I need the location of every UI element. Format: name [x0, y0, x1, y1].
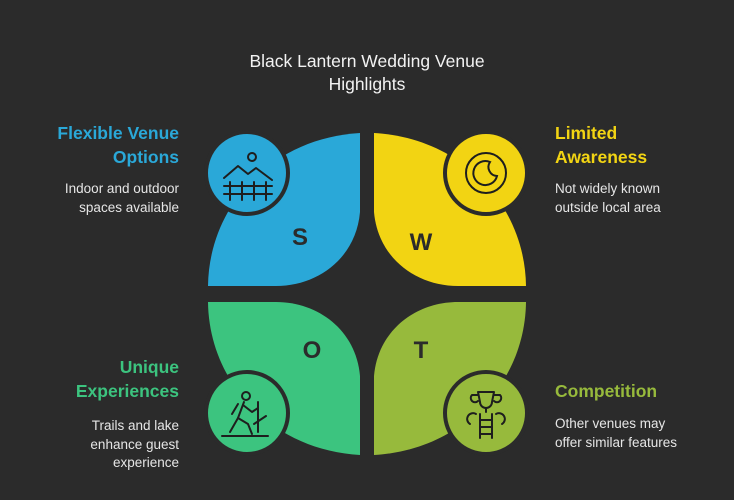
diagram-title: Black Lantern Wedding Venue Highlights: [0, 50, 734, 96]
weaknesses-desc-line-1: Not widely known: [555, 181, 661, 196]
opportunities-icon-badge: [204, 370, 290, 456]
threats-desc-line-2: offer similar features: [555, 434, 678, 450]
strengths-desc-line-2: spaces available: [79, 199, 179, 215]
weaknesses-label: Limited Awareness: [555, 121, 725, 169]
diagram-title-line: Black Lantern Wedding Venue Highlights: [249, 51, 485, 94]
opportunities-label-line-1: Unique: [119, 357, 179, 377]
opportunities-desc-line-1: Trails and lake: [91, 418, 179, 433]
threats-letter: T: [414, 337, 429, 364]
opportunities-desc-line-3: experience: [112, 455, 179, 470]
opportunities-desc-line-2: enhance guest: [90, 436, 179, 452]
strengths-quadrant: [208, 133, 360, 286]
weaknesses-icon-badge: [443, 130, 529, 216]
trophy-ladder-icon: [466, 391, 506, 439]
strengths-label-line-1: Flexible Venue: [57, 123, 179, 143]
strengths-icon-badge: [204, 130, 290, 216]
threats-icon-badge: [443, 370, 529, 456]
hiker-icon: [221, 391, 269, 437]
strengths-description: Indoor and outdoor spaces available: [20, 180, 179, 217]
opportunities-quadrant: [208, 302, 360, 455]
landscape-fence-icon: [223, 152, 273, 201]
weaknesses-description: Not widely known outside local area: [555, 180, 725, 217]
weaknesses-label-line-1: Limited: [555, 123, 618, 143]
threats-label: Competition: [555, 379, 725, 403]
strengths-desc-line-1: Indoor and outdoor: [64, 181, 179, 196]
threats-desc-line-1: Other venues may: [555, 416, 666, 431]
strengths-letter: S: [292, 224, 308, 251]
weaknesses-quadrant: [374, 133, 526, 286]
threats-description: Other venues may offer similar features: [555, 415, 725, 452]
threats-label-line-1: Competition: [555, 381, 658, 401]
opportunities-letter: O: [303, 337, 322, 364]
threats-quadrant: [374, 302, 526, 455]
opportunities-label-line-2: Experiences: [75, 381, 179, 401]
opportunities-label: Unique Experiences: [20, 355, 179, 403]
strengths-label: Flexible Venue Options: [20, 121, 179, 169]
weaknesses-letter: W: [410, 229, 433, 256]
opportunities-description: Trails and lake enhance guest experience: [20, 417, 179, 473]
weaknesses-desc-line-2: outside local area: [555, 199, 661, 215]
crescent-moon-icon: [465, 152, 507, 194]
weaknesses-label-line-2: Awareness: [555, 147, 648, 167]
strengths-label-line-2: Options: [112, 147, 179, 167]
